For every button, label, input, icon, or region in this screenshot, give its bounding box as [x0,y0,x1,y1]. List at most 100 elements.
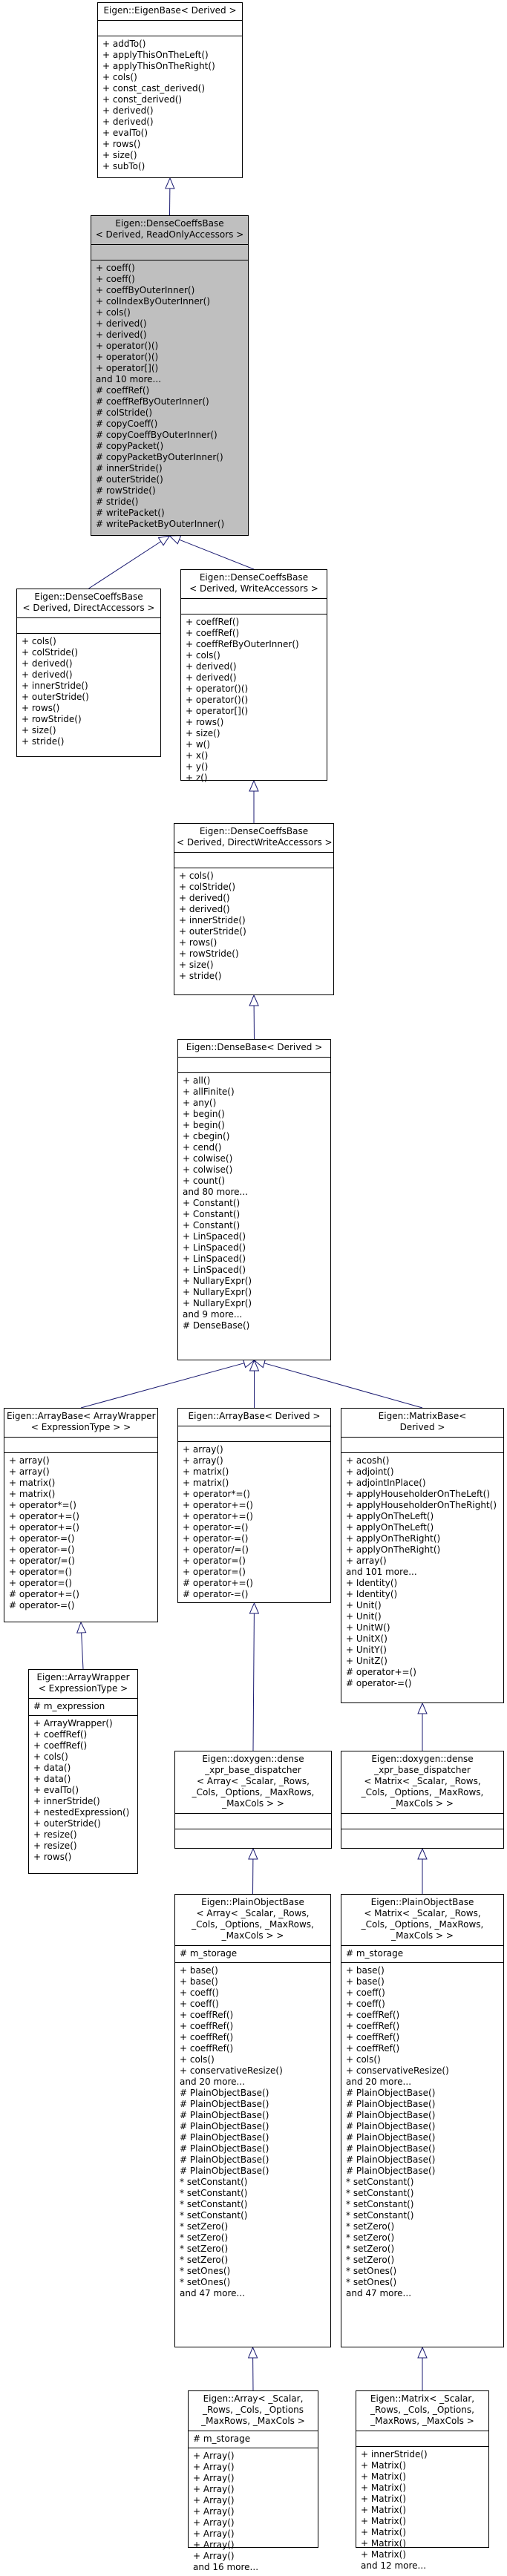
member-method[interactable]: and 10 more... [96,374,245,385]
member-method[interactable]: + array() [183,1444,327,1455]
member-method[interactable]: * setZero() [180,2255,327,2266]
member-method[interactable]: + matrix() [183,1478,327,1489]
member-method[interactable]: + colwise() [183,1153,327,1164]
member-method[interactable]: + derived() [186,661,324,672]
member-method[interactable]: + outerStride() [22,692,157,703]
class-densecoeffsbase-direct[interactable]: Eigen::DenseCoeffsBase< Derived, DirectA… [16,589,161,757]
class-plainobjectbase-array[interactable]: Eigen::PlainObjectBase< Array< _Scalar, … [174,1894,331,2347]
member-method[interactable]: + size() [22,725,157,736]
member-method[interactable]: + base() [180,1976,327,1987]
member-method[interactable]: + matrix() [9,1489,154,1500]
member-method[interactable]: + Array() [193,2517,315,2529]
member-method[interactable]: and 101 more... [346,1567,500,1578]
member-method[interactable]: # copyCoeff() [96,419,245,430]
member-method[interactable]: + addTo() [102,39,239,50]
member-method[interactable]: # outerStride() [96,474,245,485]
member-method[interactable]: + derived() [186,672,324,684]
member-method[interactable]: + operator/=() [9,1556,154,1567]
class-arraywrapper[interactable]: Eigen::ArrayWrapper< ExpressionType ># m… [28,1669,138,1874]
class-array[interactable]: Eigen::Array< _Scalar,_Rows, _Cols, _Opt… [188,2390,318,2548]
member-method[interactable]: # PlainObjectBase() [180,2088,327,2099]
member-method[interactable]: # PlainObjectBase() [180,2154,327,2166]
member-method[interactable]: + evalTo() [102,128,239,139]
member-method[interactable]: + Matrix() [361,2527,485,2538]
member-method[interactable]: + colStride() [179,882,330,893]
member-method[interactable]: + rows() [22,703,157,714]
member-method[interactable]: + array() [9,1455,154,1466]
member-method[interactable]: + Matrix() [361,2505,485,2516]
member-method[interactable]: + outerStride() [33,1818,134,1829]
member-method[interactable]: # writePacket() [96,508,245,519]
member-method[interactable]: + operator()() [186,695,324,706]
member-method[interactable]: + innerStride() [33,1796,134,1807]
member-method[interactable]: + subTo() [102,161,239,172]
member-method[interactable]: + y() [186,761,324,773]
member-method[interactable]: + conservativeResize() [180,2065,327,2077]
member-method[interactable]: + coeff() [180,1999,327,2010]
member-method[interactable]: # PlainObjectBase() [346,2143,500,2154]
member-method[interactable]: + coeffRef() [33,1729,134,1740]
member-method[interactable]: + resize() [33,1841,134,1852]
member-method[interactable]: + const_cast_derived() [102,83,239,94]
member-method[interactable]: + Matrix() [361,2482,485,2494]
member-method[interactable]: + rows() [186,717,324,728]
member-method[interactable]: # copyPacketByOuterInner() [96,452,245,463]
member-method[interactable]: + Array() [193,2529,315,2540]
member-method[interactable]: # PlainObjectBase() [180,2166,327,2177]
member-method[interactable]: + coeff() [96,274,245,285]
member-method[interactable]: + base() [346,1976,500,1987]
member-method[interactable]: + rowStride() [179,948,330,960]
member-method[interactable]: # PlainObjectBase() [180,2121,327,2132]
member-method[interactable]: + derived() [96,318,245,330]
member-method[interactable]: + operator*=() [183,1489,327,1500]
member-method[interactable]: + Constant() [183,1209,327,1220]
member-method[interactable]: + begin() [183,1120,327,1131]
member-method[interactable]: + operator+=() [9,1522,154,1533]
member-method[interactable]: + Unit() [346,1600,500,1611]
member-method[interactable]: + derived() [102,105,239,117]
member-method[interactable]: + rows() [33,1852,134,1863]
member-method[interactable]: + Identity() [346,1578,500,1589]
member-method[interactable]: # operator+=() [346,1667,500,1678]
member-method[interactable]: + operator=() [9,1578,154,1589]
member-method[interactable]: * setConstant() [346,2199,500,2210]
member-method[interactable]: + begin() [183,1109,327,1120]
member-method[interactable]: * setOnes() [346,2266,500,2277]
member-method[interactable]: # operator-=() [346,1678,500,1689]
member-method[interactable]: # DenseBase() [183,1320,327,1331]
member-method[interactable]: + applyOnTheLeft() [346,1522,500,1533]
member-method[interactable]: + applyThisOnTheLeft() [102,50,239,61]
member-method[interactable]: + innerStride() [179,915,330,926]
member-method[interactable]: + conservativeResize() [346,2065,500,2077]
member-method[interactable]: + NullaryExpr() [183,1287,327,1298]
member-method[interactable]: # PlainObjectBase() [180,2099,327,2110]
member-method[interactable]: + coeffRef() [186,617,324,628]
member-method[interactable]: + acosh() [346,1455,500,1466]
member-method[interactable]: + w() [186,739,324,750]
member-method[interactable]: + applyHouseholderOnTheLeft() [346,1489,500,1500]
member-method[interactable]: and 12 more... [361,2560,485,2572]
member-method[interactable]: # operator+=() [9,1589,154,1600]
class-densebase[interactable]: Eigen::DenseBase< Derived >+ all()+ allF… [177,1039,331,1360]
member-method[interactable]: + Array() [193,2495,315,2506]
member-method[interactable]: + size() [179,960,330,971]
member-method[interactable]: + operator-=() [183,1533,327,1544]
member-method[interactable]: + LinSpaced() [183,1253,327,1265]
member-method[interactable]: + cols() [102,72,239,83]
member-method[interactable]: + coeffByOuterInner() [96,285,245,296]
member-method[interactable]: + derived() [22,669,157,681]
member-method[interactable]: # PlainObjectBase() [180,2110,327,2121]
member-method[interactable]: + NullaryExpr() [183,1276,327,1287]
member-method[interactable]: + coeffRef() [346,2021,500,2032]
member-method[interactable]: + operator-=() [9,1533,154,1544]
member-method[interactable]: + operator+=() [9,1511,154,1522]
member-method[interactable]: + operator=() [9,1567,154,1578]
member-method[interactable]: + coeffRef() [180,2043,327,2054]
member-method[interactable]: + derived() [22,658,157,669]
member-method[interactable]: + outerStride() [179,926,330,937]
member-method[interactable]: + Matrix() [361,2460,485,2471]
member-method[interactable]: + coeffRef() [180,2010,327,2021]
member-method[interactable]: + innerStride() [22,681,157,692]
member-method[interactable]: # innerStride() [96,463,245,474]
member-method[interactable]: + coeff() [96,263,245,274]
